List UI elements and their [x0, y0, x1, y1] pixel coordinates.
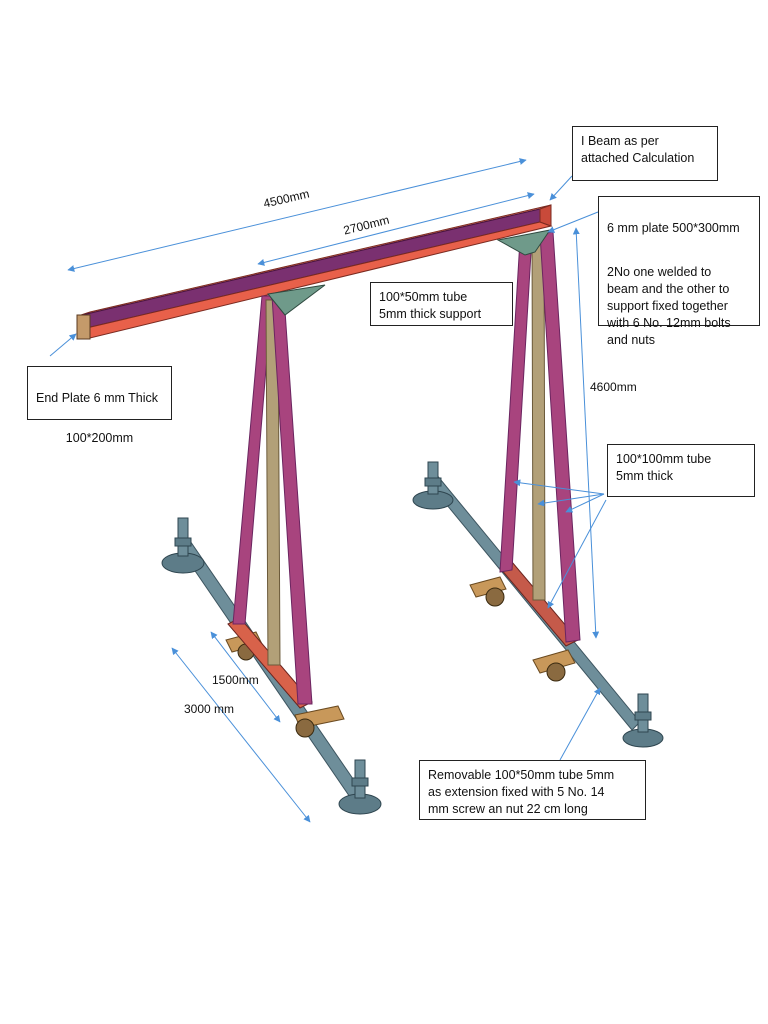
left-rear-levelling-foot [161, 517, 205, 574]
callout-plate-title: 6 mm plate 500*300mm [607, 221, 740, 235]
callout-end-plate-line1: End Plate 6 mm Thick [36, 391, 159, 405]
left-gusset-plate [267, 284, 326, 316]
right-front-levelling-foot [622, 693, 664, 748]
leader-removable [559, 687, 601, 761]
callout-removable: Removable 100*50mm tube 5mm as extension… [419, 760, 646, 820]
leader-i-beam [549, 175, 573, 201]
dim-1500-label: 1500mm [212, 673, 259, 687]
leader-100x100-b [537, 493, 605, 507]
right-caster-front [532, 649, 576, 682]
callout-plate-detail: 2No one welded to beam and the other to … [607, 265, 731, 347]
right-caster-rear [469, 576, 507, 607]
right-rear-levelling-foot [412, 461, 454, 510]
callout-plate: 6 mm plate 500*300mm 2No one welded to b… [598, 196, 760, 347]
right-a-frame [412, 231, 664, 748]
callout-end-plate: End Plate 6 mm Thick 100*200mm [27, 366, 172, 445]
dim-line-4600 [572, 227, 600, 639]
leader-100x100-d [547, 499, 607, 609]
leader-end-plate [49, 333, 77, 357]
end-plate [76, 314, 91, 340]
callout-i-beam: I Beam as per attached Calculation [572, 126, 718, 181]
callout-tube-100x100: 100*100mm tube 5mm thick [607, 444, 755, 497]
i-beam-side [539, 204, 552, 227]
left-leg-rear [232, 295, 273, 625]
left-a-frame [161, 295, 382, 815]
dim-4600-label: 4600mm [590, 380, 637, 394]
callout-tube-100x50: 100*50mm tube 5mm thick support [370, 282, 513, 326]
dim-line-2700 [257, 192, 535, 266]
dim-line-3000 [171, 647, 311, 823]
callout-end-plate-line2: 100*200mm [65, 431, 134, 445]
dim-line-4500 [67, 158, 527, 272]
leader-100x100-a [513, 479, 605, 495]
left-front-levelling-foot [338, 759, 382, 815]
dim-3000-label: 3000 mm [184, 702, 235, 716]
right-leg-front [539, 231, 581, 643]
leader-100x100-c [565, 493, 605, 513]
leader-plate [547, 211, 599, 233]
